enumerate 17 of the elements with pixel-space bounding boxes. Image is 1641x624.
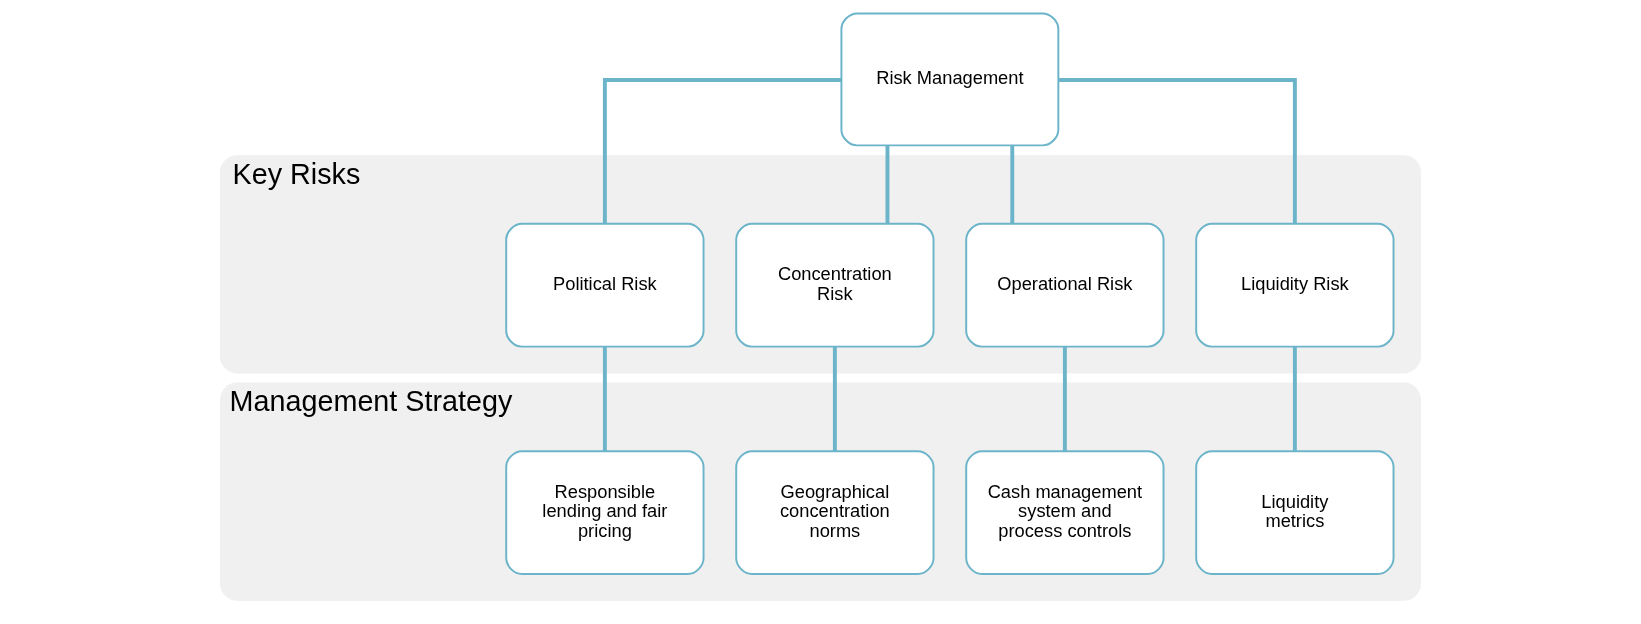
node-box: Geographical concentration norms: [735, 450, 935, 575]
node-box: Cash management system and process controls: [965, 450, 1165, 575]
connector: [1292, 346, 1297, 451]
connector: [1010, 145, 1015, 224]
connector: [832, 346, 837, 451]
node-box: Responsible lending and fair pricing: [505, 450, 705, 575]
node-box: Risk Management: [840, 12, 1060, 147]
node-box: Liquidity metrics: [1195, 450, 1395, 575]
node-box: Operational Risk: [965, 222, 1165, 348]
connector: [602, 346, 607, 451]
connector: [1062, 346, 1067, 451]
node-box: Concentration Risk: [735, 222, 935, 348]
node-box: Political Risk: [505, 222, 705, 348]
connector: [602, 78, 842, 224]
node-box: Liquidity Risk: [1195, 222, 1395, 348]
connector: [885, 145, 890, 224]
connector: [1058, 78, 1297, 224]
